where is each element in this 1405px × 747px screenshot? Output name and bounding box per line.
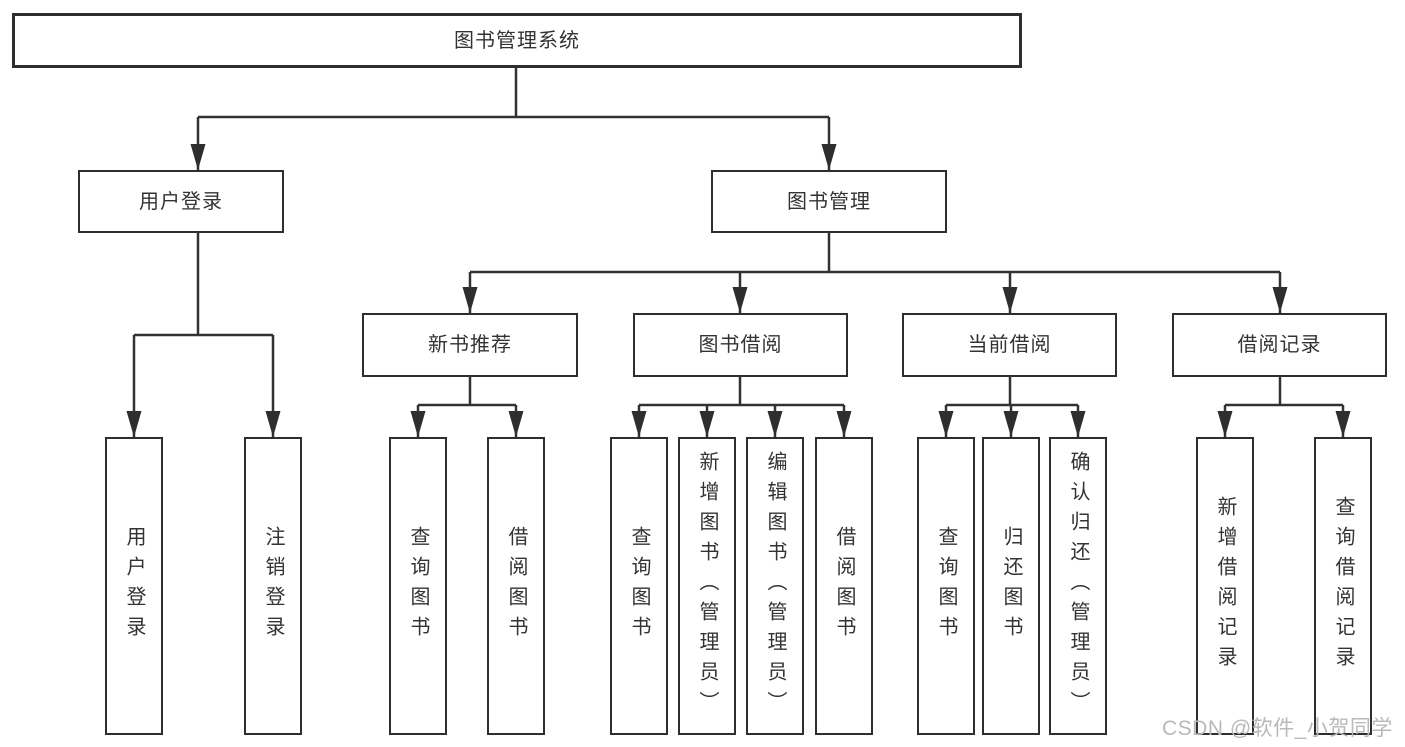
leaf-label: 借阅图书 — [833, 526, 855, 646]
csdn-watermark: CSDN @软件_小贺同学 — [1162, 717, 1393, 740]
leaf-label: 查询图书 — [935, 526, 957, 646]
node-book-management: 图书管理 — [711, 170, 947, 233]
node-logout: 注销登录 — [244, 437, 302, 735]
leaf-label: 新增图书（管理员） — [696, 451, 718, 721]
node-query-borrow-record: 查询借阅记录 — [1314, 437, 1372, 735]
node-query-books-recommend: 查询图书 — [389, 437, 447, 735]
leaf-label: 编辑图书（管理员） — [764, 451, 786, 721]
node-add-borrow-record: 新增借阅记录 — [1196, 437, 1254, 735]
leaf-label: 归还图书 — [1000, 526, 1022, 646]
node-query-books-current: 查询图书 — [917, 437, 975, 735]
leaf-label: 查询图书 — [407, 526, 429, 646]
node-confirm-return-admin: 确认归还（管理员） — [1049, 437, 1107, 735]
node-user-login: 用户登录 — [78, 170, 284, 233]
node-edit-books-admin: 编辑图书（管理员） — [746, 437, 804, 735]
node-new-book-recommendation: 新书推荐 — [362, 313, 578, 377]
node-borrow-books-recommend: 借阅图书 — [487, 437, 545, 735]
leaf-label: 新增借阅记录 — [1214, 496, 1236, 676]
node-book-management-system: 图书管理系统 — [12, 13, 1022, 68]
node-add-books-admin: 新增图书（管理员） — [678, 437, 736, 735]
node-borrow-records: 借阅记录 — [1172, 313, 1387, 377]
node-book-borrowing: 图书借阅 — [633, 313, 848, 377]
leaf-label: 借阅图书 — [505, 526, 527, 646]
leaf-label: 注销登录 — [262, 526, 284, 646]
node-borrow-books-leaf: 借阅图书 — [815, 437, 873, 735]
leaf-label: 查询图书 — [628, 526, 650, 646]
leaf-label: 查询借阅记录 — [1332, 496, 1354, 676]
node-return-books: 归还图书 — [982, 437, 1040, 735]
node-current-borrowing: 当前借阅 — [902, 313, 1117, 377]
leaf-label: 用户登录 — [123, 526, 145, 646]
node-user-login-leaf: 用户登录 — [105, 437, 163, 735]
leaf-label: 确认归还（管理员） — [1067, 451, 1089, 721]
node-query-books-borrow: 查询图书 — [610, 437, 668, 735]
